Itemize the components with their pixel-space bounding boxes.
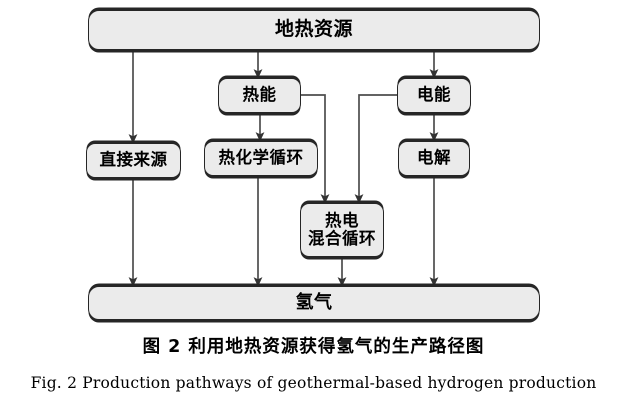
node-thermochemical-cycle[interactable]: 热化学循环: [204, 141, 318, 176]
node-direct-source[interactable]: 直接来源: [86, 143, 181, 178]
node-label-thermochemical-cycle: 热化学循环: [218, 148, 304, 168]
figure-caption-english: Fig. 2 Production pathways of geothermal…: [30, 374, 597, 392]
node-electric-energy[interactable]: 电能: [397, 78, 471, 113]
node-label-hydrogen: 氢气: [295, 291, 333, 313]
node-electrolysis[interactable]: 电解: [398, 141, 470, 176]
figure-caption-chinese: 图 2 利用地热资源获得氢气的生产路径图: [142, 337, 485, 357]
flowchart-connectors: [128, 50, 439, 287]
node-geothermal-resource[interactable]: 地热资源: [88, 10, 540, 50]
node-label-electric-energy: 电能: [417, 85, 451, 105]
node-label-hybrid-thermoelectric-cycle: 热电 混合循环: [308, 210, 376, 248]
node-thermal-energy[interactable]: 热能: [218, 78, 301, 113]
node-label-electrolysis: 电解: [417, 148, 451, 168]
node-label-direct-source: 直接来源: [99, 150, 168, 170]
node-label-geothermal-resource: 地热资源: [274, 18, 353, 41]
edge-thermal-energy-to-hybrid-cycle: [301, 94, 330, 204]
edge-electric-energy-to-hybrid-cycle: [354, 94, 397, 204]
node-label-thermal-energy: 热能: [242, 85, 277, 105]
node-hybrid-thermoelectric-cycle[interactable]: 热电 混合循环: [300, 203, 384, 257]
node-hydrogen[interactable]: 氢气: [88, 286, 540, 320]
